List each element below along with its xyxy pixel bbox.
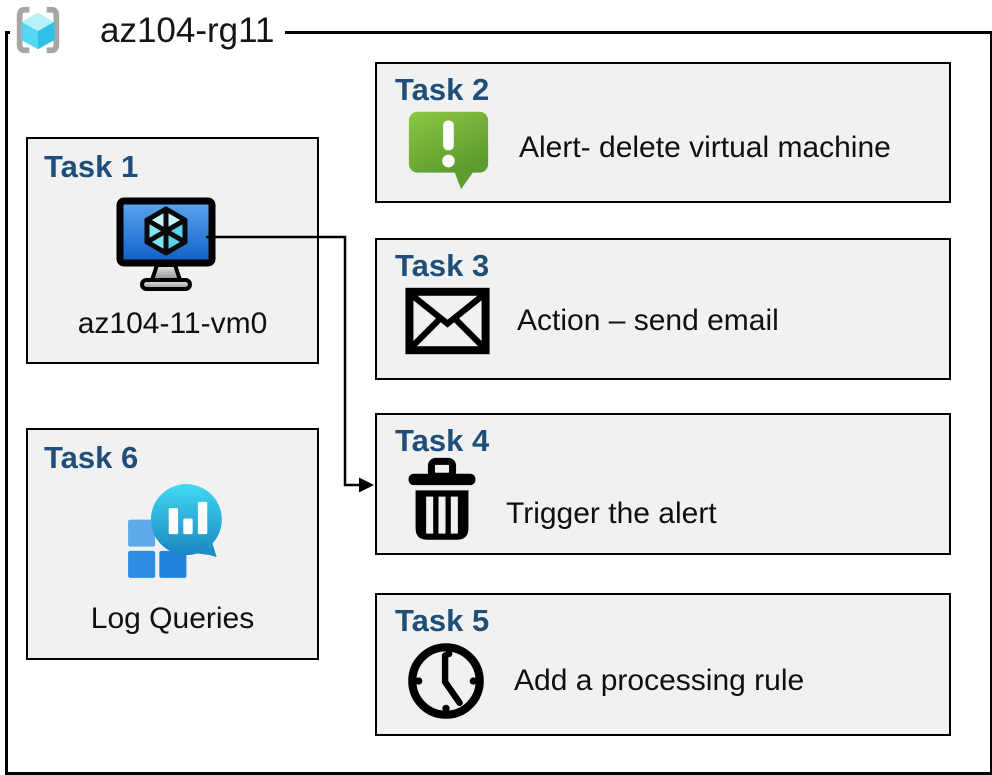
resource-group-title: az104-rg11 (100, 11, 275, 50)
header-mask (10, 27, 285, 39)
task1-title: Task 1 (44, 149, 139, 184)
task4-title: Task 4 (395, 423, 490, 458)
task4-caption: Trigger the alert (506, 497, 717, 530)
task6-title: Task 6 (44, 440, 139, 475)
task3-box: Task 3 Action – send email (375, 238, 951, 380)
email-icon (405, 287, 490, 355)
alert-icon (408, 111, 489, 190)
task4-box: Task 4 Trigger the alert (375, 413, 951, 555)
clock-icon (408, 643, 484, 719)
task5-caption: Add a processing rule (514, 664, 805, 697)
task2-caption: Alert- delete virtual machine (519, 131, 891, 164)
task1-caption: az104-11-vm0 (77, 307, 268, 340)
task2-title: Task 2 (395, 72, 490, 107)
task6-box: Task 6 Log Queries (26, 428, 319, 660)
task6-caption: Log Queries (90, 602, 255, 635)
task5-box: Task 5 Add a processing rule (375, 593, 951, 736)
trash-icon (408, 457, 476, 540)
task1-box: Task 1 az104-11-vm0 (26, 137, 319, 364)
log-queries-icon (128, 484, 222, 578)
task3-caption: Action – send email (517, 304, 779, 337)
resource-group-icon (16, 6, 60, 54)
task2-box: Task 2 Alert- delete virtual machine (375, 62, 951, 203)
task5-title: Task 5 (395, 603, 490, 638)
virtual-machine-icon (116, 197, 216, 291)
task3-title: Task 3 (395, 248, 490, 283)
